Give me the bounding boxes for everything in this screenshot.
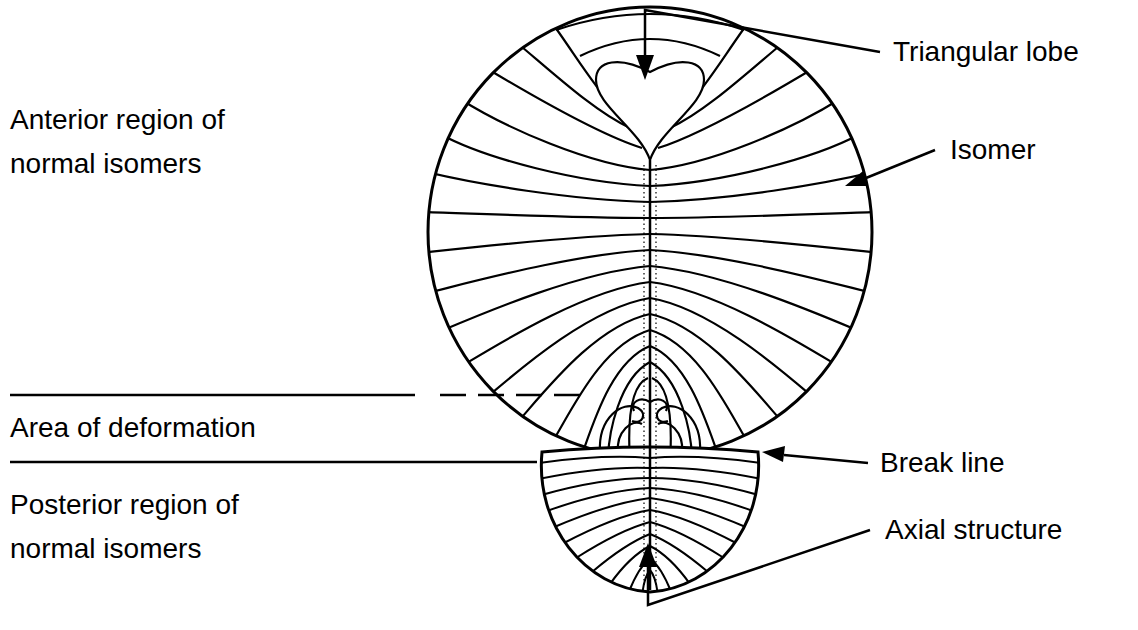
label-text: Triangular lobe bbox=[893, 35, 1079, 69]
label-text: Isomer bbox=[950, 133, 1036, 167]
arrowheads bbox=[636, 55, 868, 567]
label-text: Area of deformation bbox=[10, 406, 410, 450]
label-text: Break line bbox=[880, 446, 1005, 480]
label-text: Axial structure bbox=[885, 513, 1062, 547]
label-text: Posterior region of normal isomers bbox=[10, 483, 310, 571]
label-text: Anterior region of normal isomers bbox=[10, 98, 310, 186]
leader-lines bbox=[10, 10, 935, 605]
